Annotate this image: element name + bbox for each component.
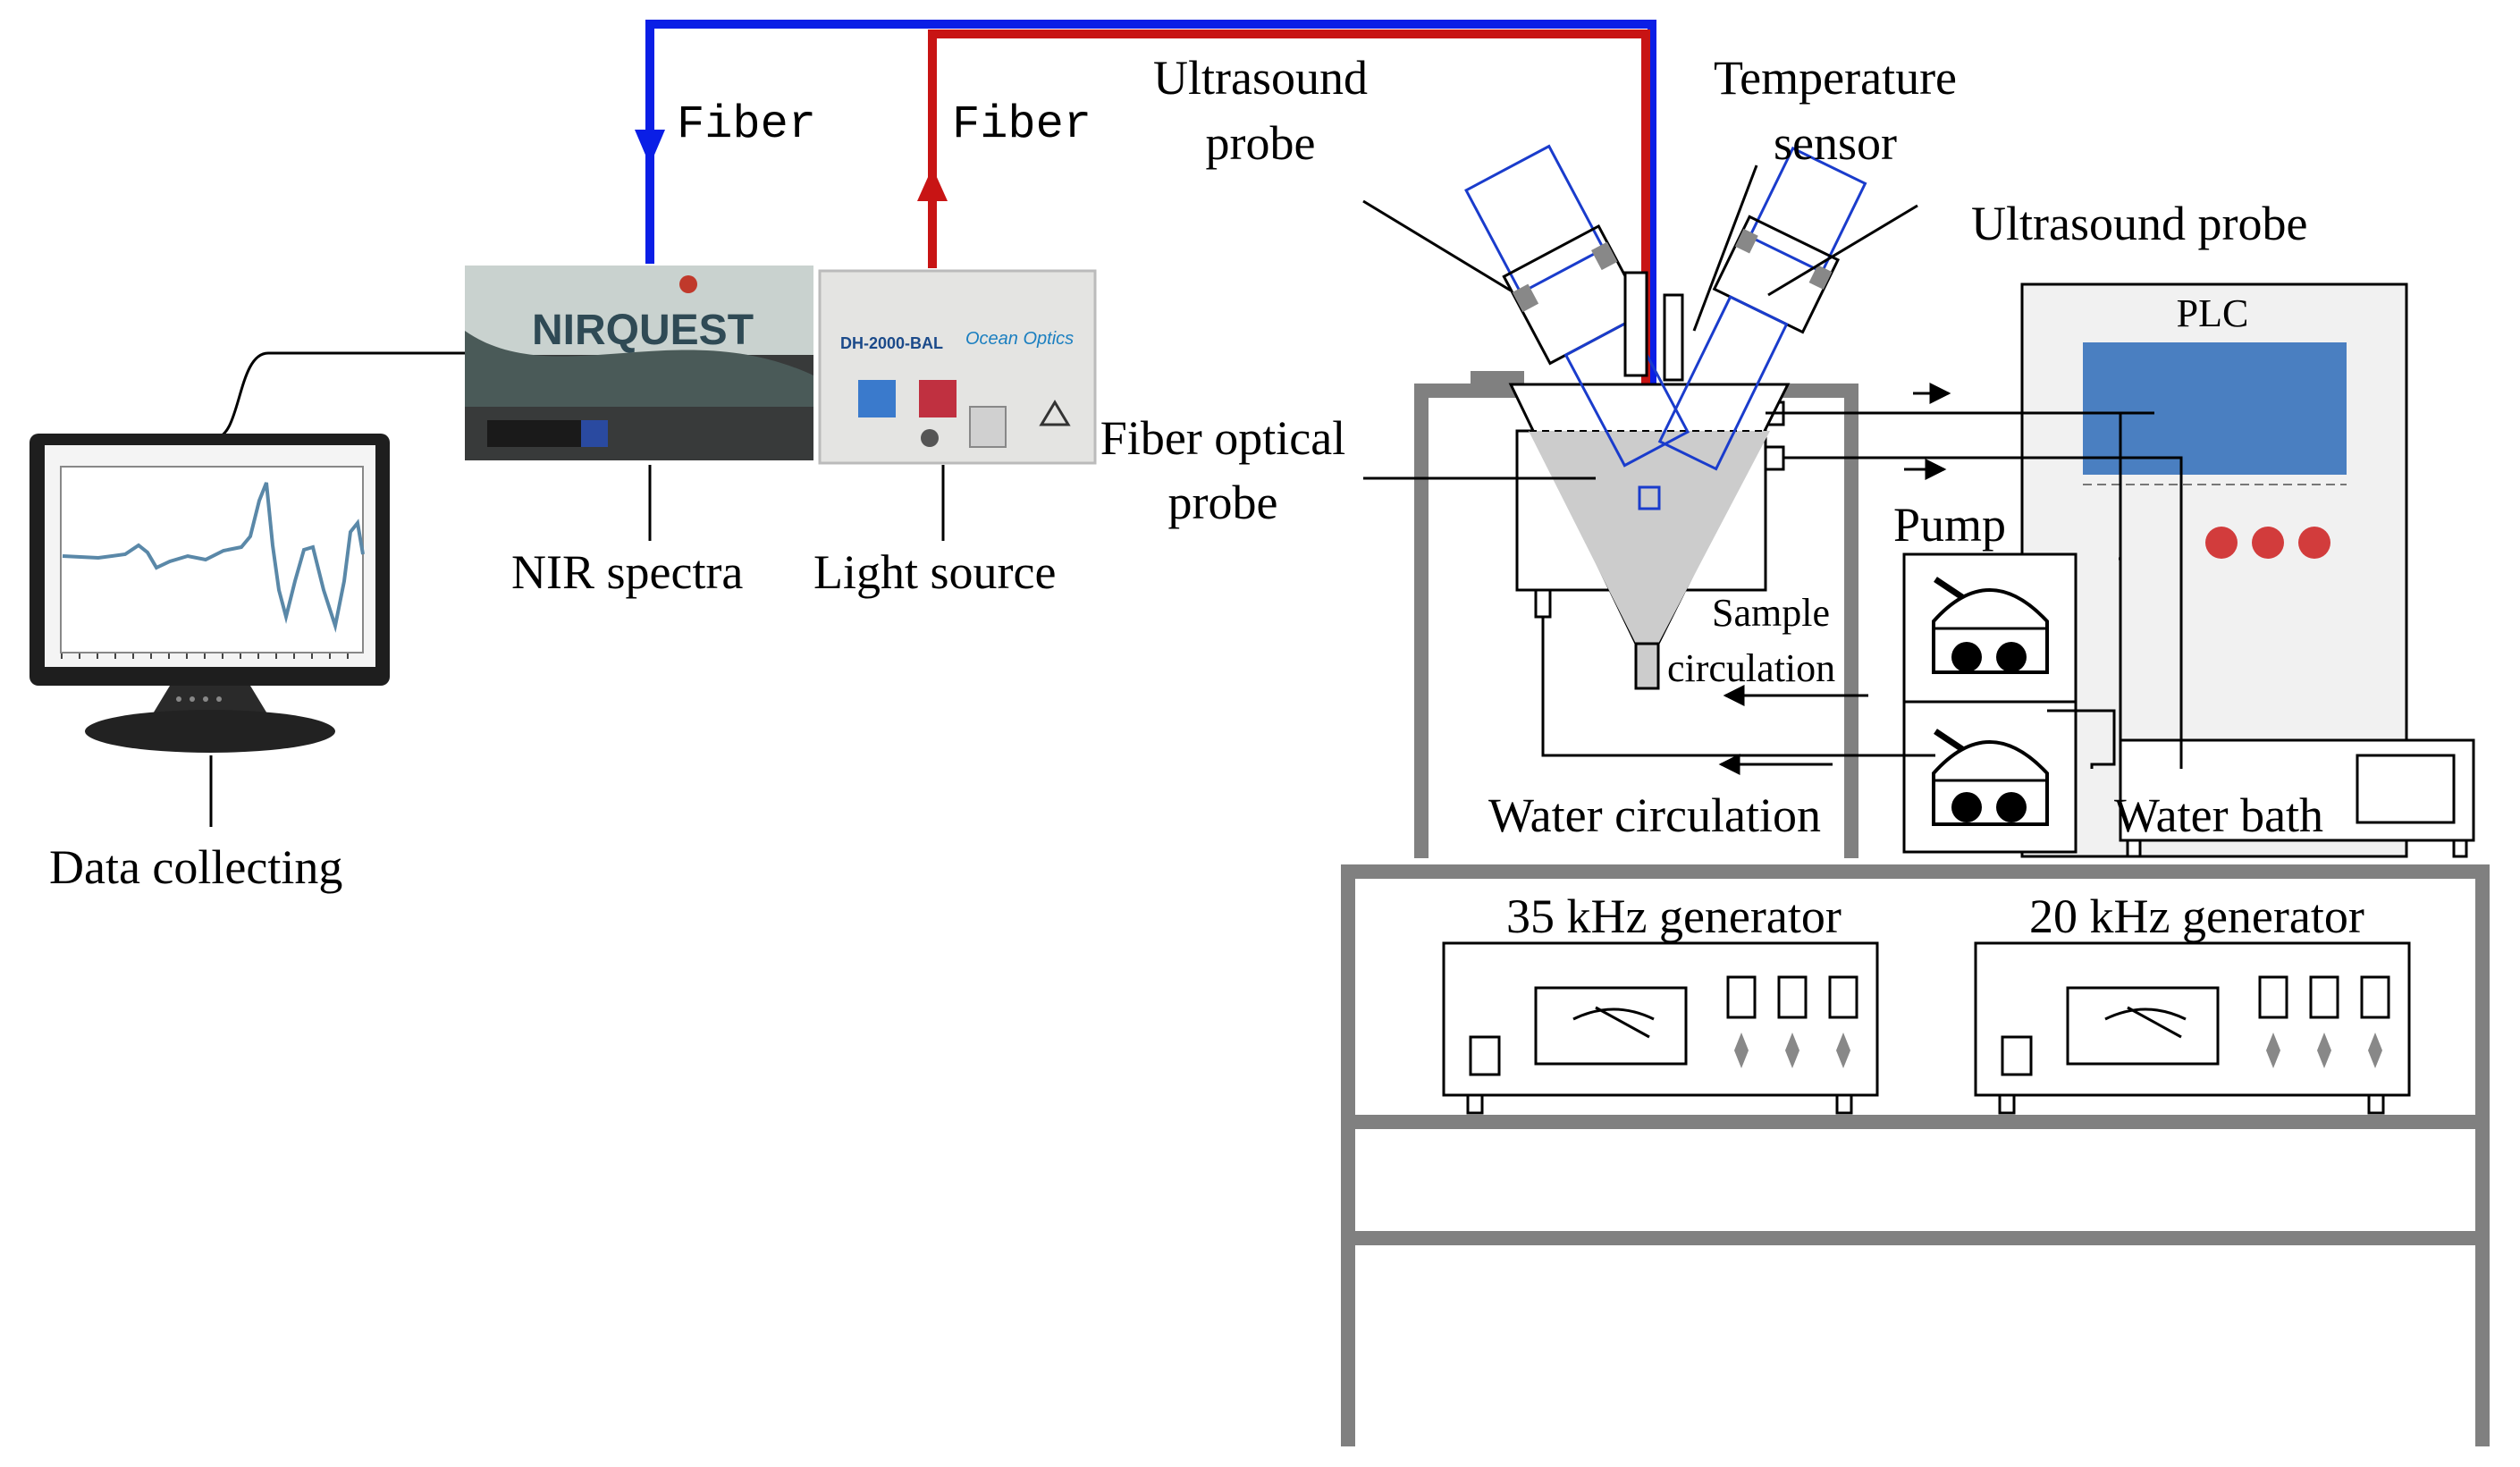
fiber-arrow-down-icon bbox=[635, 130, 665, 165]
fiber-cable-blue bbox=[635, 20, 1656, 483]
nir-spectra-label: NIR spectra bbox=[511, 545, 743, 599]
fiber-optical-probe-label-b: probe bbox=[1168, 476, 1278, 529]
water-bath bbox=[2119, 738, 2475, 858]
temperature-sensor bbox=[1623, 271, 1684, 382]
temperature-sensor-label-b: sensor bbox=[1774, 116, 1897, 170]
water-circulation-label: Water circulation bbox=[1488, 788, 1821, 842]
ocean-optics-logo: Ocean Optics bbox=[965, 329, 1074, 349]
generator-35khz bbox=[1442, 941, 1879, 1115]
ultrasound-probe-label-1a: Ultrasound bbox=[1153, 51, 1368, 105]
water-bath-label: Water bath bbox=[2114, 788, 2323, 842]
nir-brand-text: NIRQUEST bbox=[532, 307, 754, 354]
ultrasound-probe-left bbox=[1464, 144, 1690, 468]
plc-button-3 bbox=[2298, 527, 2330, 559]
generator-20-label: 20 kHz generator bbox=[2029, 889, 2364, 943]
spectrum-curve bbox=[62, 482, 365, 633]
light-source-label: Light source bbox=[813, 545, 1056, 599]
ultrasound-probe-label-2: Ultrasound probe bbox=[1971, 197, 2307, 250]
pump-lower bbox=[1902, 700, 2078, 854]
fiber-optical-probe-tip bbox=[1638, 485, 1661, 510]
fiber-label-right: Fiber bbox=[952, 98, 1091, 151]
light-source-model: DH-2000-BAL bbox=[840, 334, 943, 352]
plc-label: PLC bbox=[2177, 291, 2249, 335]
plc-button-2 bbox=[2252, 527, 2284, 559]
reactor-vessel bbox=[1508, 383, 1791, 690]
sample-circulation-label-b: circulation bbox=[1667, 646, 1835, 690]
generator-20khz bbox=[1974, 941, 2411, 1115]
sample-circulation-label-a: Sample bbox=[1712, 591, 1830, 635]
fiber-optical-probe-label-a: Fiber optical bbox=[1100, 411, 1345, 465]
data-collecting-label: Data collecting bbox=[49, 840, 342, 894]
monitor-cable bbox=[179, 351, 465, 440]
nir-spectrometer: NIRQUEST bbox=[465, 266, 813, 460]
monitor bbox=[29, 351, 465, 753]
warning-icon bbox=[1039, 400, 1071, 426]
generator-35-label: 35 kHz generator bbox=[1506, 889, 1842, 943]
plc-button-1 bbox=[2205, 527, 2238, 559]
pump-label: Pump bbox=[1893, 498, 2006, 552]
plc-screen bbox=[2083, 342, 2347, 475]
circulation-pipes bbox=[1541, 411, 2183, 769]
ultrasound-probe-right bbox=[1657, 146, 1867, 471]
lower-table-frame bbox=[1341, 864, 2490, 1446]
light-source-device: DH-2000-BAL Ocean Optics bbox=[818, 269, 1097, 465]
ultrasound-probe-label-1b: probe bbox=[1206, 116, 1316, 170]
fiber-label-left: Fiber bbox=[677, 98, 816, 151]
fiber-cable-red bbox=[917, 30, 1650, 483]
pump-upper bbox=[1902, 552, 2078, 704]
fiber-arrow-up-icon bbox=[917, 167, 948, 201]
temperature-sensor-label-a: Temperature bbox=[1714, 51, 1957, 105]
monitor-stand bbox=[85, 710, 335, 753]
